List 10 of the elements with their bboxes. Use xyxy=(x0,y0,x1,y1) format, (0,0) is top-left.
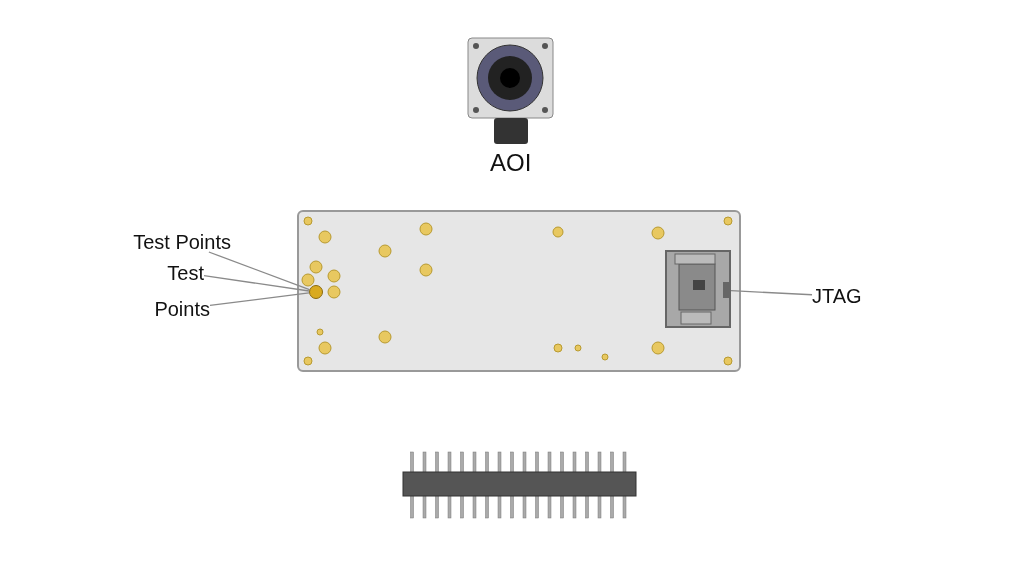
leader-line xyxy=(203,275,310,292)
leader-line xyxy=(209,292,310,307)
leader-line xyxy=(730,290,813,296)
callout-label: Test xyxy=(167,263,204,283)
callout-label: Points xyxy=(154,299,210,319)
callout-label: Test Points xyxy=(133,232,231,252)
callout-label: JTAG xyxy=(812,286,862,306)
camera-label: AOI xyxy=(490,151,532,175)
leader-line xyxy=(208,251,311,291)
jtag-connector xyxy=(665,250,731,328)
